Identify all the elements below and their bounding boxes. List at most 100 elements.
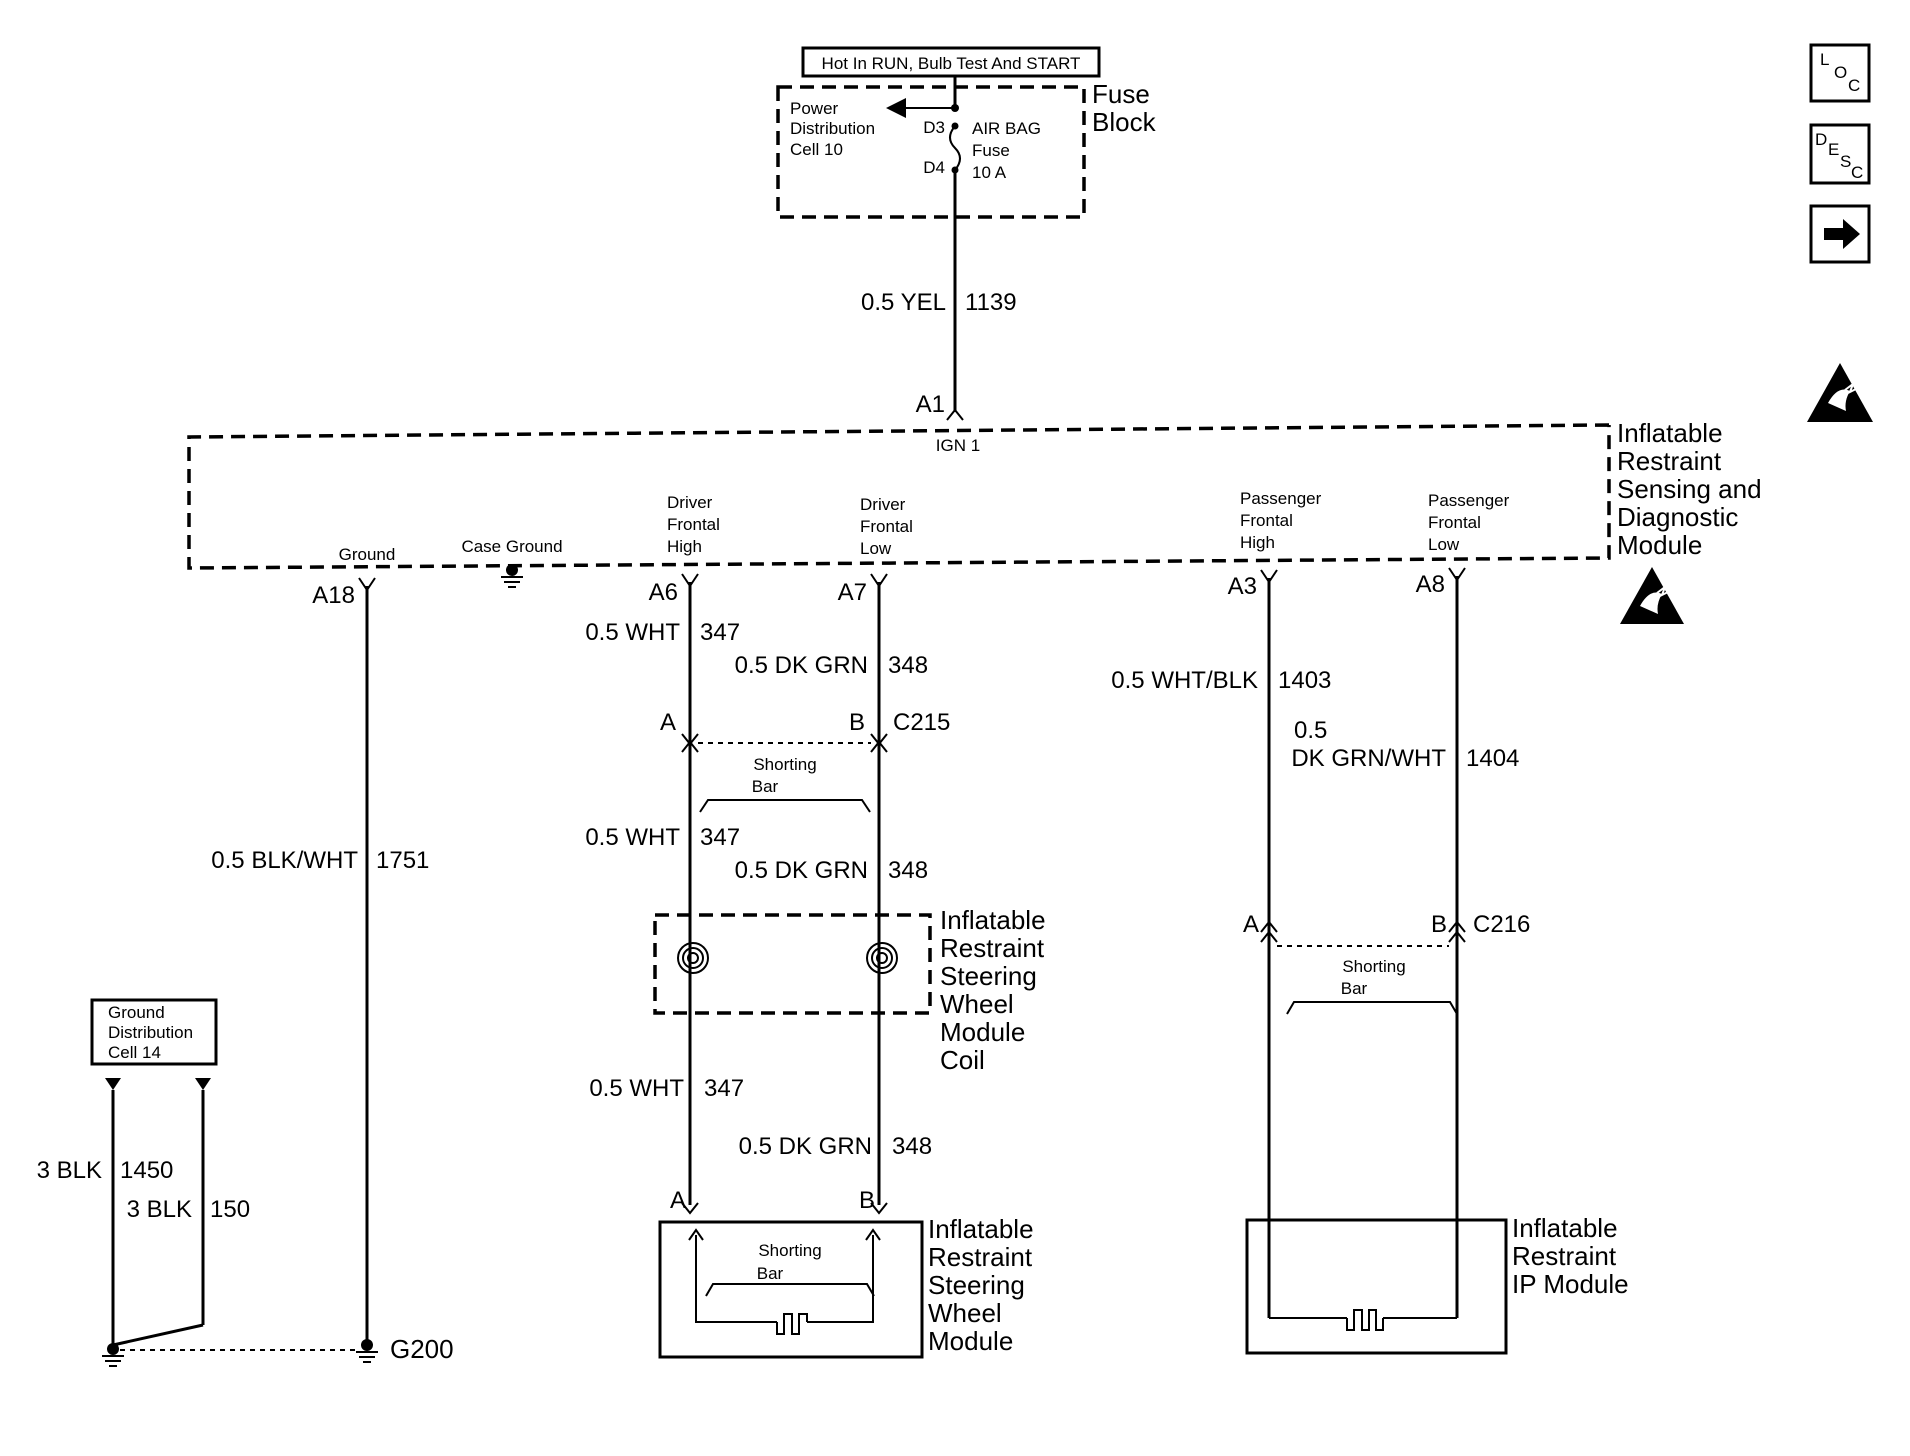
c215-b-female bbox=[870, 740, 888, 753]
coil-spiral-icon bbox=[677, 942, 709, 974]
steering-pin-b-connector bbox=[870, 1202, 888, 1215]
driver-low-3: Low bbox=[860, 539, 892, 558]
steering-shorting-1: Shorting bbox=[758, 1241, 821, 1260]
pin-a1-connector bbox=[946, 408, 964, 421]
driver-low-1: Driver bbox=[860, 495, 906, 514]
ground-wire-150-color: 3 BLK bbox=[127, 1196, 192, 1223]
c216-pin-b: B bbox=[1431, 911, 1447, 938]
ground-wire-circuit: 1751 bbox=[376, 847, 429, 874]
sdm-case-ground-label: Case Ground bbox=[461, 537, 562, 556]
c215-a-female bbox=[681, 740, 699, 753]
steering-in-arrow-b bbox=[865, 1228, 881, 1241]
steering-name-5: Module bbox=[928, 1326, 1013, 1356]
sdm-name-3: Sensing and bbox=[1617, 474, 1762, 504]
fuse-pin-d3: D3 bbox=[923, 118, 945, 137]
pass-high-1: Passenger bbox=[1240, 489, 1322, 508]
sdm-ground-label: Ground bbox=[339, 545, 396, 564]
driver-high-3: High bbox=[667, 537, 702, 556]
coil-assembly: Inflatable Restraint Steering Wheel Modu… bbox=[653, 905, 1046, 1075]
passenger-low-circuit: 1404 bbox=[1466, 745, 1519, 772]
driver-high-color-3: 0.5 WHT bbox=[589, 1075, 684, 1102]
driver-low-circuit-1: 348 bbox=[888, 652, 928, 679]
passenger-low-color-1: 0.5 bbox=[1294, 717, 1327, 744]
ground-wire-1450-color: 3 BLK bbox=[37, 1157, 102, 1184]
steering-wheel-module: A B Shorting Bar Inflatable Restraint St… bbox=[658, 1187, 1034, 1359]
coil-name-1: Inflatable bbox=[940, 905, 1046, 935]
description-button[interactable]: D E S C bbox=[1809, 123, 1871, 185]
fuse-name-1: AIR BAG bbox=[972, 119, 1041, 138]
coil-name-2: Restraint bbox=[940, 933, 1045, 963]
fuse-name-2: Fuse bbox=[972, 141, 1010, 160]
steering-pin-a-connector bbox=[681, 1202, 699, 1215]
c215-b-male bbox=[870, 733, 888, 746]
sdm-name-2: Restraint bbox=[1617, 446, 1722, 476]
ground-distribution: Ground Distribution Cell 14 3 BLK 1450 3… bbox=[37, 998, 454, 1367]
pass-high-3: High bbox=[1240, 533, 1275, 552]
ground-dist-2: Distribution bbox=[108, 1023, 193, 1042]
ground-dist-box bbox=[90, 998, 218, 1066]
steering-pin-b: B bbox=[859, 1187, 875, 1214]
sdm-ign-label: IGN 1 bbox=[936, 436, 980, 455]
feed-wire-color: 0.5 YEL bbox=[861, 289, 946, 316]
driver-high-circuit-2: 347 bbox=[700, 824, 740, 851]
coil-name-6: Coil bbox=[940, 1045, 985, 1075]
driver-low-circuit-2: 348 bbox=[888, 857, 928, 884]
sdm-pin-a7: A7 bbox=[838, 579, 867, 606]
ground-symbol-icon bbox=[102, 1343, 124, 1367]
feed-wire-circuit: 1139 bbox=[965, 289, 1017, 316]
driver-high-1: Driver bbox=[667, 493, 713, 512]
next-page-button[interactable] bbox=[1809, 204, 1871, 264]
sdm-outline bbox=[187, 423, 1611, 570]
ground-dist-arrow-2 bbox=[195, 1078, 211, 1090]
desc-letter-c: C bbox=[1851, 163, 1863, 182]
steering-shorting-bar bbox=[705, 1283, 875, 1297]
c216-connector: A B C216 Shorting Bar bbox=[1243, 911, 1530, 1015]
coil-name-3: Steering bbox=[940, 961, 1037, 991]
right-arrow-icon bbox=[1824, 219, 1860, 249]
location-button[interactable]: L O C bbox=[1809, 43, 1871, 103]
c216-a-female bbox=[1260, 920, 1278, 933]
coil-outline bbox=[653, 913, 932, 1015]
c215-shorting-1: Shorting bbox=[753, 755, 816, 774]
c215-name: C215 bbox=[893, 709, 950, 736]
c215-pin-b: B bbox=[849, 709, 865, 736]
sdm-pin-a8: A8 bbox=[1416, 571, 1445, 598]
passenger-high-circuit: 1403 bbox=[1278, 667, 1331, 694]
fuse-rating: 10 A bbox=[972, 163, 1007, 182]
pass-low-3: Low bbox=[1428, 535, 1460, 554]
driver-high-2: Frontal bbox=[667, 515, 720, 534]
ground-dist-1: Ground bbox=[108, 1003, 165, 1022]
driver-high-circuit-3: 347 bbox=[704, 1075, 744, 1102]
power-dist-2: Distribution bbox=[790, 119, 875, 138]
steering-pin-a: A bbox=[670, 1187, 686, 1214]
c216-b-male bbox=[1448, 930, 1466, 943]
loc-letter-l: L bbox=[1820, 50, 1829, 69]
g200-label: G200 bbox=[390, 1334, 454, 1364]
sdm-pin-a1: A1 bbox=[916, 391, 945, 418]
ip-name-2: Restraint bbox=[1512, 1241, 1617, 1271]
fuse-block: Hot In RUN, Bulb Test And START Fuse Blo… bbox=[776, 46, 1157, 412]
pass-low-2: Frontal bbox=[1428, 513, 1481, 532]
ground-wire-150-circuit: 150 bbox=[210, 1196, 250, 1223]
coil-spiral-icon bbox=[866, 942, 898, 974]
fuse-pin-d3-dot bbox=[951, 122, 959, 130]
esd-warning-icon bbox=[1807, 363, 1873, 422]
sdm-name-5: Module bbox=[1617, 530, 1702, 560]
c215-shorting-bar bbox=[699, 799, 871, 813]
ip-name-1: Inflatable bbox=[1512, 1213, 1618, 1243]
passenger-low-color-2: DK GRN/WHT bbox=[1291, 745, 1446, 772]
desc-letter-s: S bbox=[1840, 152, 1851, 171]
fuse-symbol bbox=[949, 125, 961, 171]
steering-name-1: Inflatable bbox=[928, 1214, 1034, 1244]
driver-low-color-1: 0.5 DK GRN bbox=[735, 652, 868, 679]
sdm-pin-a6: A6 bbox=[649, 579, 678, 606]
steering-name-2: Restraint bbox=[928, 1242, 1033, 1272]
coil-name-4: Wheel bbox=[940, 989, 1014, 1019]
fuse-block-name-1: Fuse bbox=[1092, 79, 1150, 109]
sdm-name-1: Inflatable bbox=[1617, 418, 1723, 448]
steering-shunt-left bbox=[695, 1235, 777, 1323]
steering-shunt-right bbox=[807, 1235, 874, 1323]
c216-name: C216 bbox=[1473, 911, 1530, 938]
passenger-high-color: 0.5 WHT/BLK bbox=[1111, 667, 1258, 694]
